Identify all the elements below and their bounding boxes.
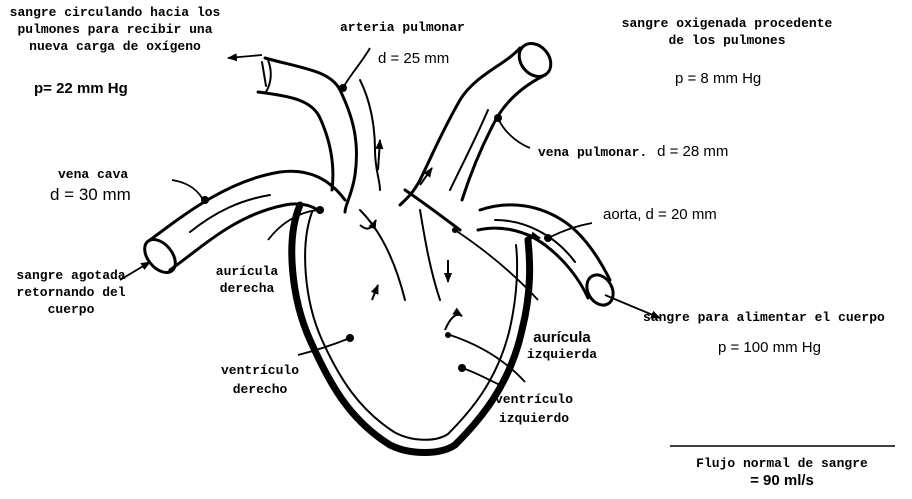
- normal-flow-label: Flujo normal de sangre = 90 ml/s: [668, 455, 896, 489]
- right-ventricle-line1: ventrículo: [210, 362, 310, 379]
- right-atrium-line1: aurícula: [209, 263, 285, 280]
- pulmonary-artery-diameter: d = 25 mm: [378, 50, 449, 67]
- deoxygenated-line1: sangre circulando hacia los: [2, 4, 228, 21]
- vena-cava-name: vena cava: [58, 166, 128, 183]
- normal-flow-line2: = 90 ml/s: [668, 472, 896, 489]
- oxygenated-pressure: p = 8 mm Hg: [675, 70, 761, 87]
- lung-pressure: p= 22 mm Hg: [34, 80, 128, 97]
- body-supply-label: sangre para alimentar el cuerpo: [643, 309, 885, 326]
- depleted-line2: retornando del: [2, 284, 140, 301]
- pulmonary-artery-name: arteria pulmonar: [340, 19, 465, 36]
- deoxygenated-line2: pulmones para recibir una: [2, 21, 228, 38]
- oxygenated-line2: de los pulmones: [603, 32, 851, 49]
- deoxygenated-line3: nueva carga de oxígeno: [2, 38, 228, 55]
- vena-cava-diameter: d = 30 mm: [50, 186, 131, 203]
- left-atrium-line1: aurícula: [510, 329, 614, 346]
- depleted-line1: sangre agotada: [2, 267, 140, 284]
- left-ventricle-line2: izquierdo: [482, 410, 586, 427]
- normal-flow-line1: Flujo normal de sangre: [668, 455, 896, 472]
- right-ventricle-line2: derecho: [210, 381, 310, 398]
- oxygenated-line1: sangre oxigenada procedente: [603, 15, 851, 32]
- right-atrium-line2: derecha: [209, 280, 285, 297]
- left-atrium-line2: izquierda: [510, 346, 614, 363]
- right-ventricle-label: ventrículo derecho: [210, 362, 310, 398]
- pulmonary-vein-diameter: d = 28 mm: [657, 143, 728, 160]
- depleted-line3: cuerpo: [2, 301, 140, 318]
- left-ventricle-line1: ventrículo: [482, 391, 586, 408]
- pulmonary-vein-label: vena pulmonar. d = 28 mm: [538, 143, 728, 161]
- depleted-blood-label: sangre agotada retornando del cuerpo: [2, 267, 140, 318]
- flow-arrows: [360, 140, 540, 330]
- right-atrium-label: aurícula derecha: [209, 263, 285, 297]
- oxygenated-label: sangre oxigenada procedente de los pulmo…: [603, 15, 851, 49]
- left-atrium-label: aurícula izquierda: [510, 329, 614, 363]
- left-ventricle-label: ventrículo izquierdo: [482, 391, 586, 427]
- aorta-label: aorta, d = 20 mm: [603, 206, 717, 223]
- deoxygenated-label: sangre circulando hacia los pulmones par…: [2, 4, 228, 55]
- pulmonary-vein-name: vena pulmonar.: [538, 145, 647, 160]
- body-supply-pressure: p = 100 mm Hg: [718, 339, 821, 356]
